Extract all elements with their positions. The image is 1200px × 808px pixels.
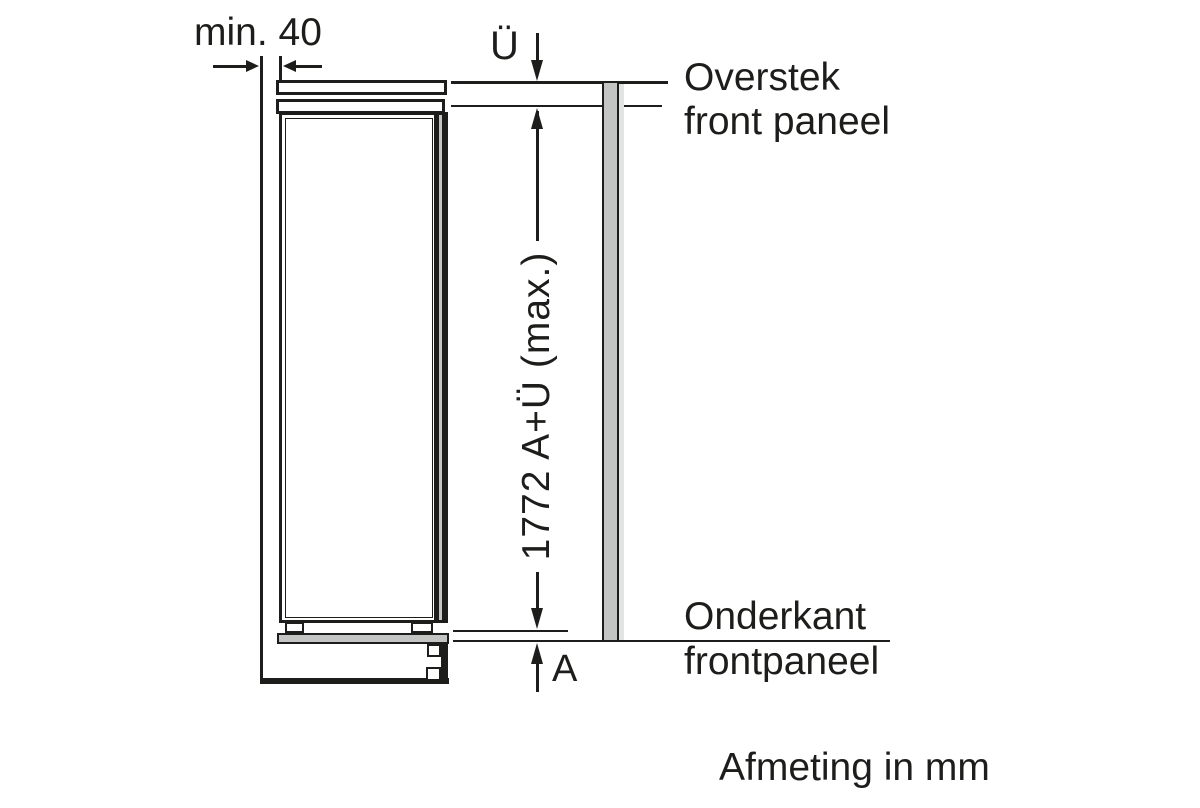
min40-arrowhead-right-icon [246,59,259,72]
height-dim-arrowhead-down-icon [531,608,543,629]
door-right-edge [434,115,439,620]
label-onderkant-line1: Onderkant [684,595,867,638]
label-overstek-line1: Overstek [684,56,841,99]
label-onderkant: Onderkant frontpaneel [684,594,879,684]
a-dim-arrow-shaft [536,659,539,692]
fixing-block-lower [425,666,441,681]
min40-arrowhead-left-icon [283,59,296,72]
ue-arrowhead-down-icon [531,60,543,81]
dim-label-min40: min. 40 [194,11,322,54]
label-onderkant-line2: frontpaneel [684,640,880,683]
refline-panel-bottom [453,639,890,642]
height-dim-line-lower [536,572,539,609]
refline-door-top [451,104,662,107]
min40-arrow-right-shaft [294,65,322,68]
label-overstek: Overstek front paneel [684,56,890,144]
min40-arrow-left-shaft [213,65,248,68]
top-trim-bar-upper [276,80,447,95]
door-inner-frame [284,117,433,618]
door-right-edge-gap [439,115,442,620]
min40-extension-tick [278,56,282,81]
appliance-door [279,112,448,623]
dim-label-a: A [552,648,578,690]
front-panel-shadow [618,84,624,640]
ue-arrow-shaft [536,33,539,62]
dim-label-height: 1772 A+Ü (max.) [515,251,558,561]
refline-appliance-bottom [453,629,568,632]
label-overstek-line2: front paneel [684,100,890,143]
label-unit-note: Afmeting in mm [719,746,990,789]
dim-label-ue: Ü [490,24,519,68]
niche-wall-left [259,56,263,684]
appliance-right-wall-bottom [441,643,448,684]
front-panel-bar [602,81,619,642]
height-dim-line-upper [536,111,539,241]
niche-floor [259,677,449,684]
plinth-bar [276,633,449,644]
door-foot-right [411,622,433,633]
a-dim-arrowhead-up-icon [531,642,543,664]
refline-panel-top [451,81,668,84]
fixing-block-upper [426,643,441,657]
door-foot-left [285,622,304,633]
